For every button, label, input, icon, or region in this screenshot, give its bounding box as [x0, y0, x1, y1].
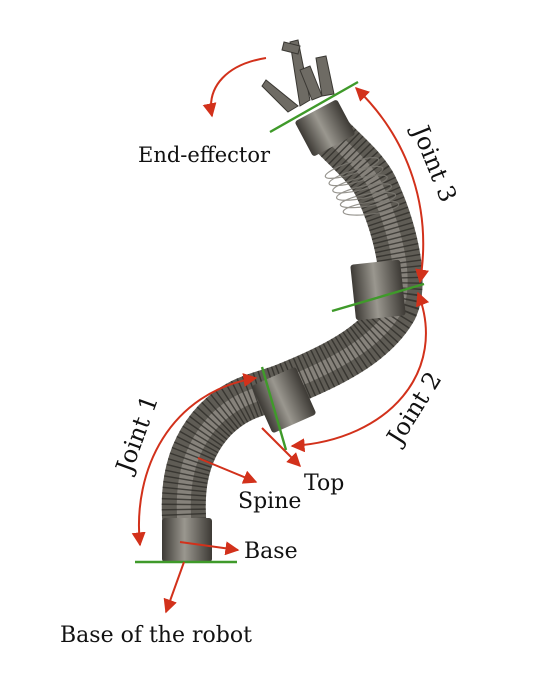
spine-label: Spine [238, 489, 301, 514]
base-collar [162, 518, 212, 562]
top-collar [295, 100, 355, 156]
base-label: Base [244, 539, 298, 564]
spine-highlight [176, 116, 408, 547]
top-pointer [261, 427, 301, 467]
joint-3-arrow [354, 87, 429, 284]
end-effector-arrow [202, 57, 267, 118]
upper-collar [350, 259, 406, 321]
spine-pointer [197, 457, 258, 484]
annotation-arrows [131, 57, 430, 614]
base-of-robot-label: Base of the robot [60, 623, 252, 648]
top-label: Top [304, 471, 344, 496]
joint-3-label: Joint 3 [405, 119, 462, 206]
end-effector-label: End-effector [138, 143, 271, 167]
joint-2-arrow [290, 291, 430, 453]
base-pointer [179, 541, 240, 556]
gripper [261, 39, 335, 113]
joint-1-arrow [131, 373, 258, 547]
plane-joint1-top [260, 366, 288, 451]
joint-1-label: Joint 1 [109, 392, 164, 479]
base-of-robot-pointer [163, 561, 185, 614]
plane-end-effector [269, 80, 359, 134]
